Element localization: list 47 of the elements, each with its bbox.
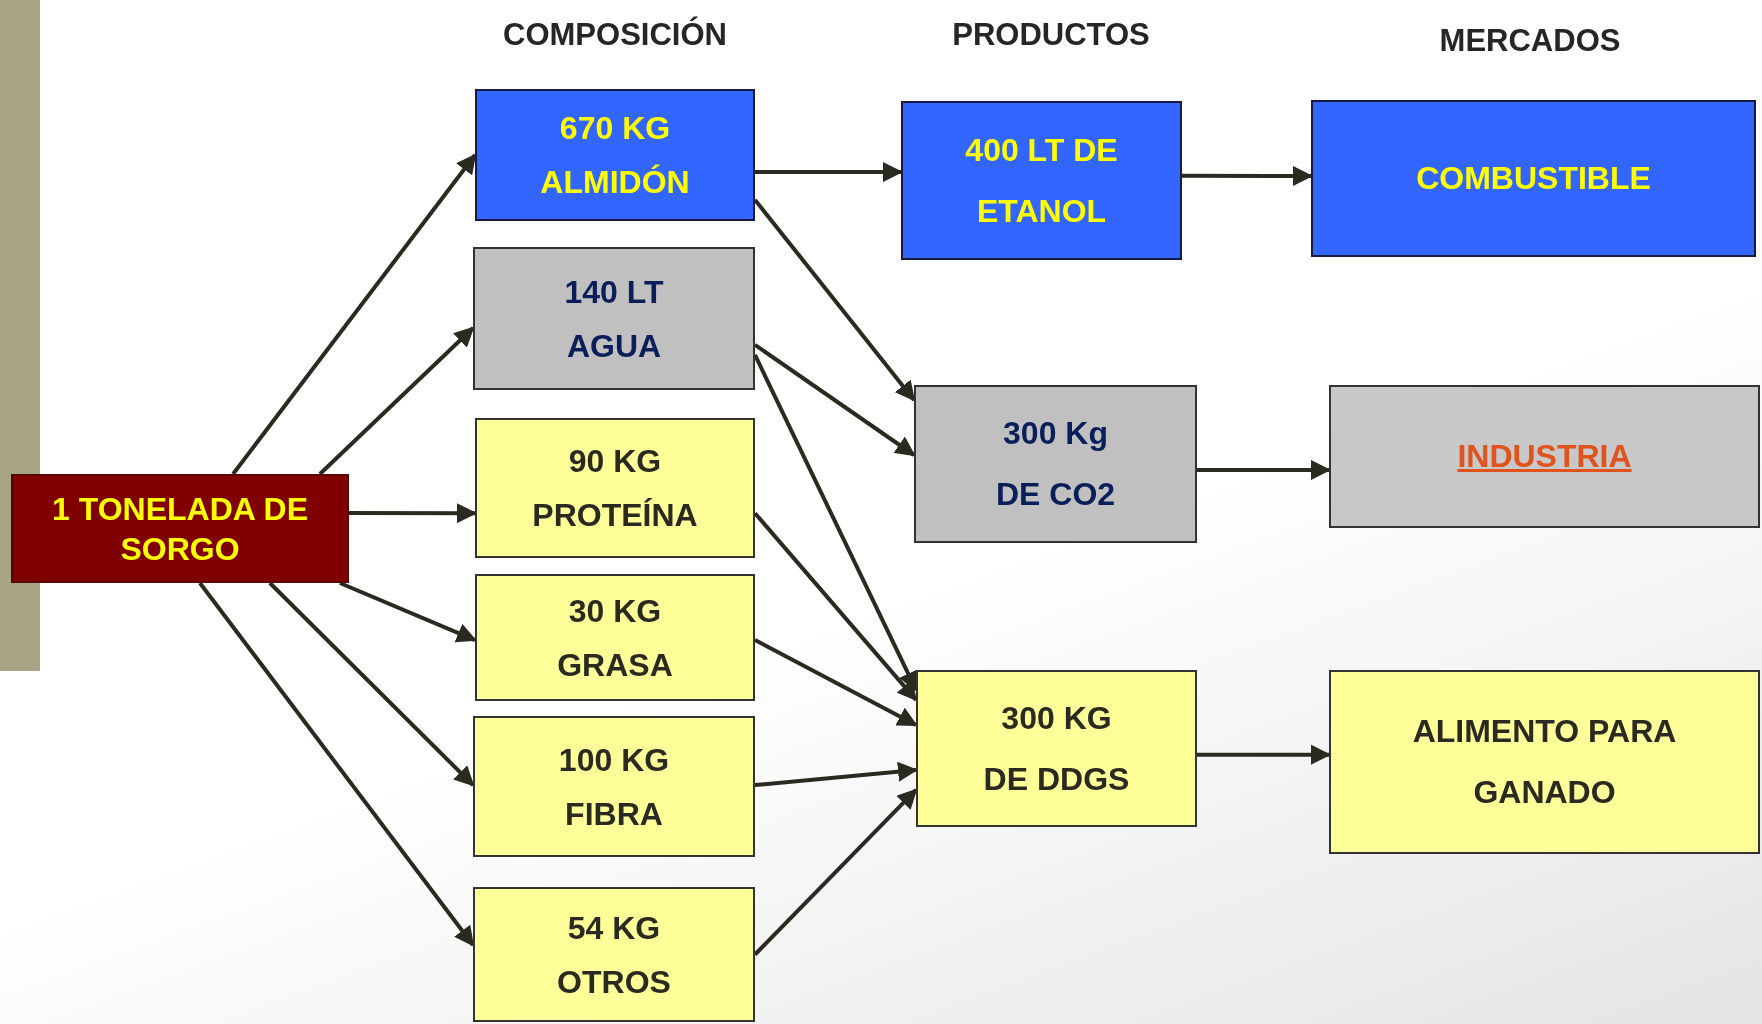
process-box — [475, 89, 755, 221]
box-text: 90 KG — [568, 445, 662, 477]
process-box — [11, 474, 349, 583]
process-box — [914, 385, 1197, 543]
arrow — [349, 503, 477, 524]
arrow — [754, 761, 918, 788]
arrow — [1182, 165, 1313, 186]
process-box — [473, 887, 755, 1022]
process-box — [475, 574, 755, 701]
box-text: 100 KG — [558, 743, 670, 776]
box-text: 300 KG DE DDGS — [982, 698, 1131, 799]
arrow — [198, 581, 475, 947]
box-text: COMBUSTIBLE — [1416, 159, 1651, 199]
box-text: 30 KG — [568, 594, 662, 627]
box-text: 300 Kg DE CO2 — [994, 414, 1117, 514]
process-box — [1311, 100, 1756, 257]
process-box — [901, 101, 1182, 260]
arrow — [1197, 744, 1331, 765]
box-text: OTROS — [557, 965, 671, 998]
box-text: GRASA — [557, 648, 673, 681]
box-text: PROTEÍNA — [532, 499, 698, 531]
box-text: 1 TONELADA DE SORGO — [51, 489, 309, 569]
process-box — [473, 247, 755, 390]
box-text: ALMIDÓN — [540, 166, 690, 198]
box-text: 54 KG — [567, 911, 661, 944]
column-header: MERCADOS — [1439, 22, 1621, 60]
process-box — [916, 670, 1197, 827]
column-header: PRODUCTOS — [952, 16, 1150, 54]
box-text: 400 LT DE ETANOL — [964, 130, 1119, 231]
box-text: 140 LT — [564, 275, 664, 308]
box-text: AGUA — [566, 329, 662, 362]
box-text: ALIMENTO PARA GANADO — [1411, 712, 1678, 812]
arrow — [318, 326, 475, 476]
column-header: COMPOSICIÓN — [503, 15, 727, 54]
process-box — [475, 418, 755, 558]
box-text: INDUSTRIA — [1457, 437, 1632, 477]
box-text: FIBRA — [565, 797, 663, 830]
arrow — [755, 162, 903, 183]
process-box — [1329, 385, 1760, 528]
arrow — [268, 581, 475, 787]
arrow — [339, 581, 477, 643]
box-text: 670 KG — [559, 112, 671, 144]
arrow — [231, 153, 477, 476]
arrow — [754, 638, 918, 727]
arrow — [1197, 459, 1331, 480]
process-box — [1329, 670, 1760, 854]
process-box — [473, 716, 755, 857]
